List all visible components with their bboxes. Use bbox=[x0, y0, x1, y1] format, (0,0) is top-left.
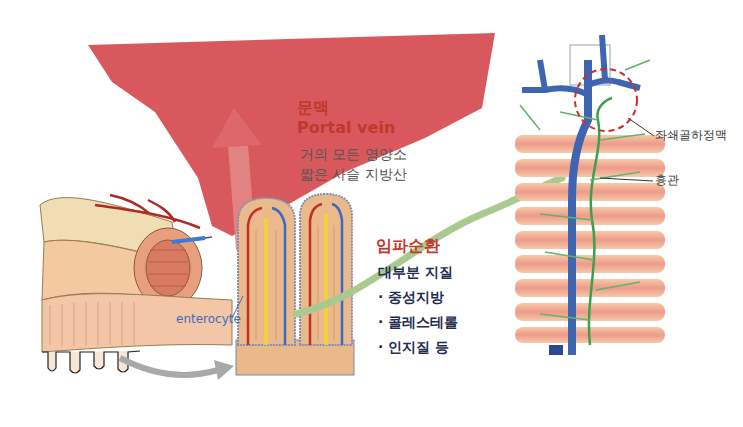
part-name: 흉관 bbox=[655, 173, 679, 187]
heading-label: 임파순환 bbox=[376, 236, 440, 255]
leader-line bbox=[628, 118, 654, 136]
part-name: enterocyte bbox=[176, 312, 241, 326]
leader-line bbox=[600, 178, 653, 181]
note-label: 거의 모든 영양소 bbox=[300, 146, 407, 163]
note-label: 짧은 사슬 지방산 bbox=[300, 166, 407, 183]
heading-label: 문맥 bbox=[297, 98, 329, 117]
zoom-arrow bbox=[120, 358, 234, 380]
list-item: · 콜레스테롤 bbox=[378, 314, 458, 331]
intestine bbox=[40, 195, 232, 373]
list-item: · 중성지방 bbox=[378, 289, 444, 306]
heading-label: Portal vein bbox=[297, 118, 395, 137]
list-item: · 인지질 등 bbox=[378, 339, 449, 356]
thorax bbox=[515, 35, 665, 355]
liver bbox=[88, 33, 495, 236]
part-name: 좌쇄골하정맥 bbox=[655, 128, 727, 142]
note-label: 대부분 지질 bbox=[378, 264, 453, 281]
villus bbox=[236, 194, 354, 375]
